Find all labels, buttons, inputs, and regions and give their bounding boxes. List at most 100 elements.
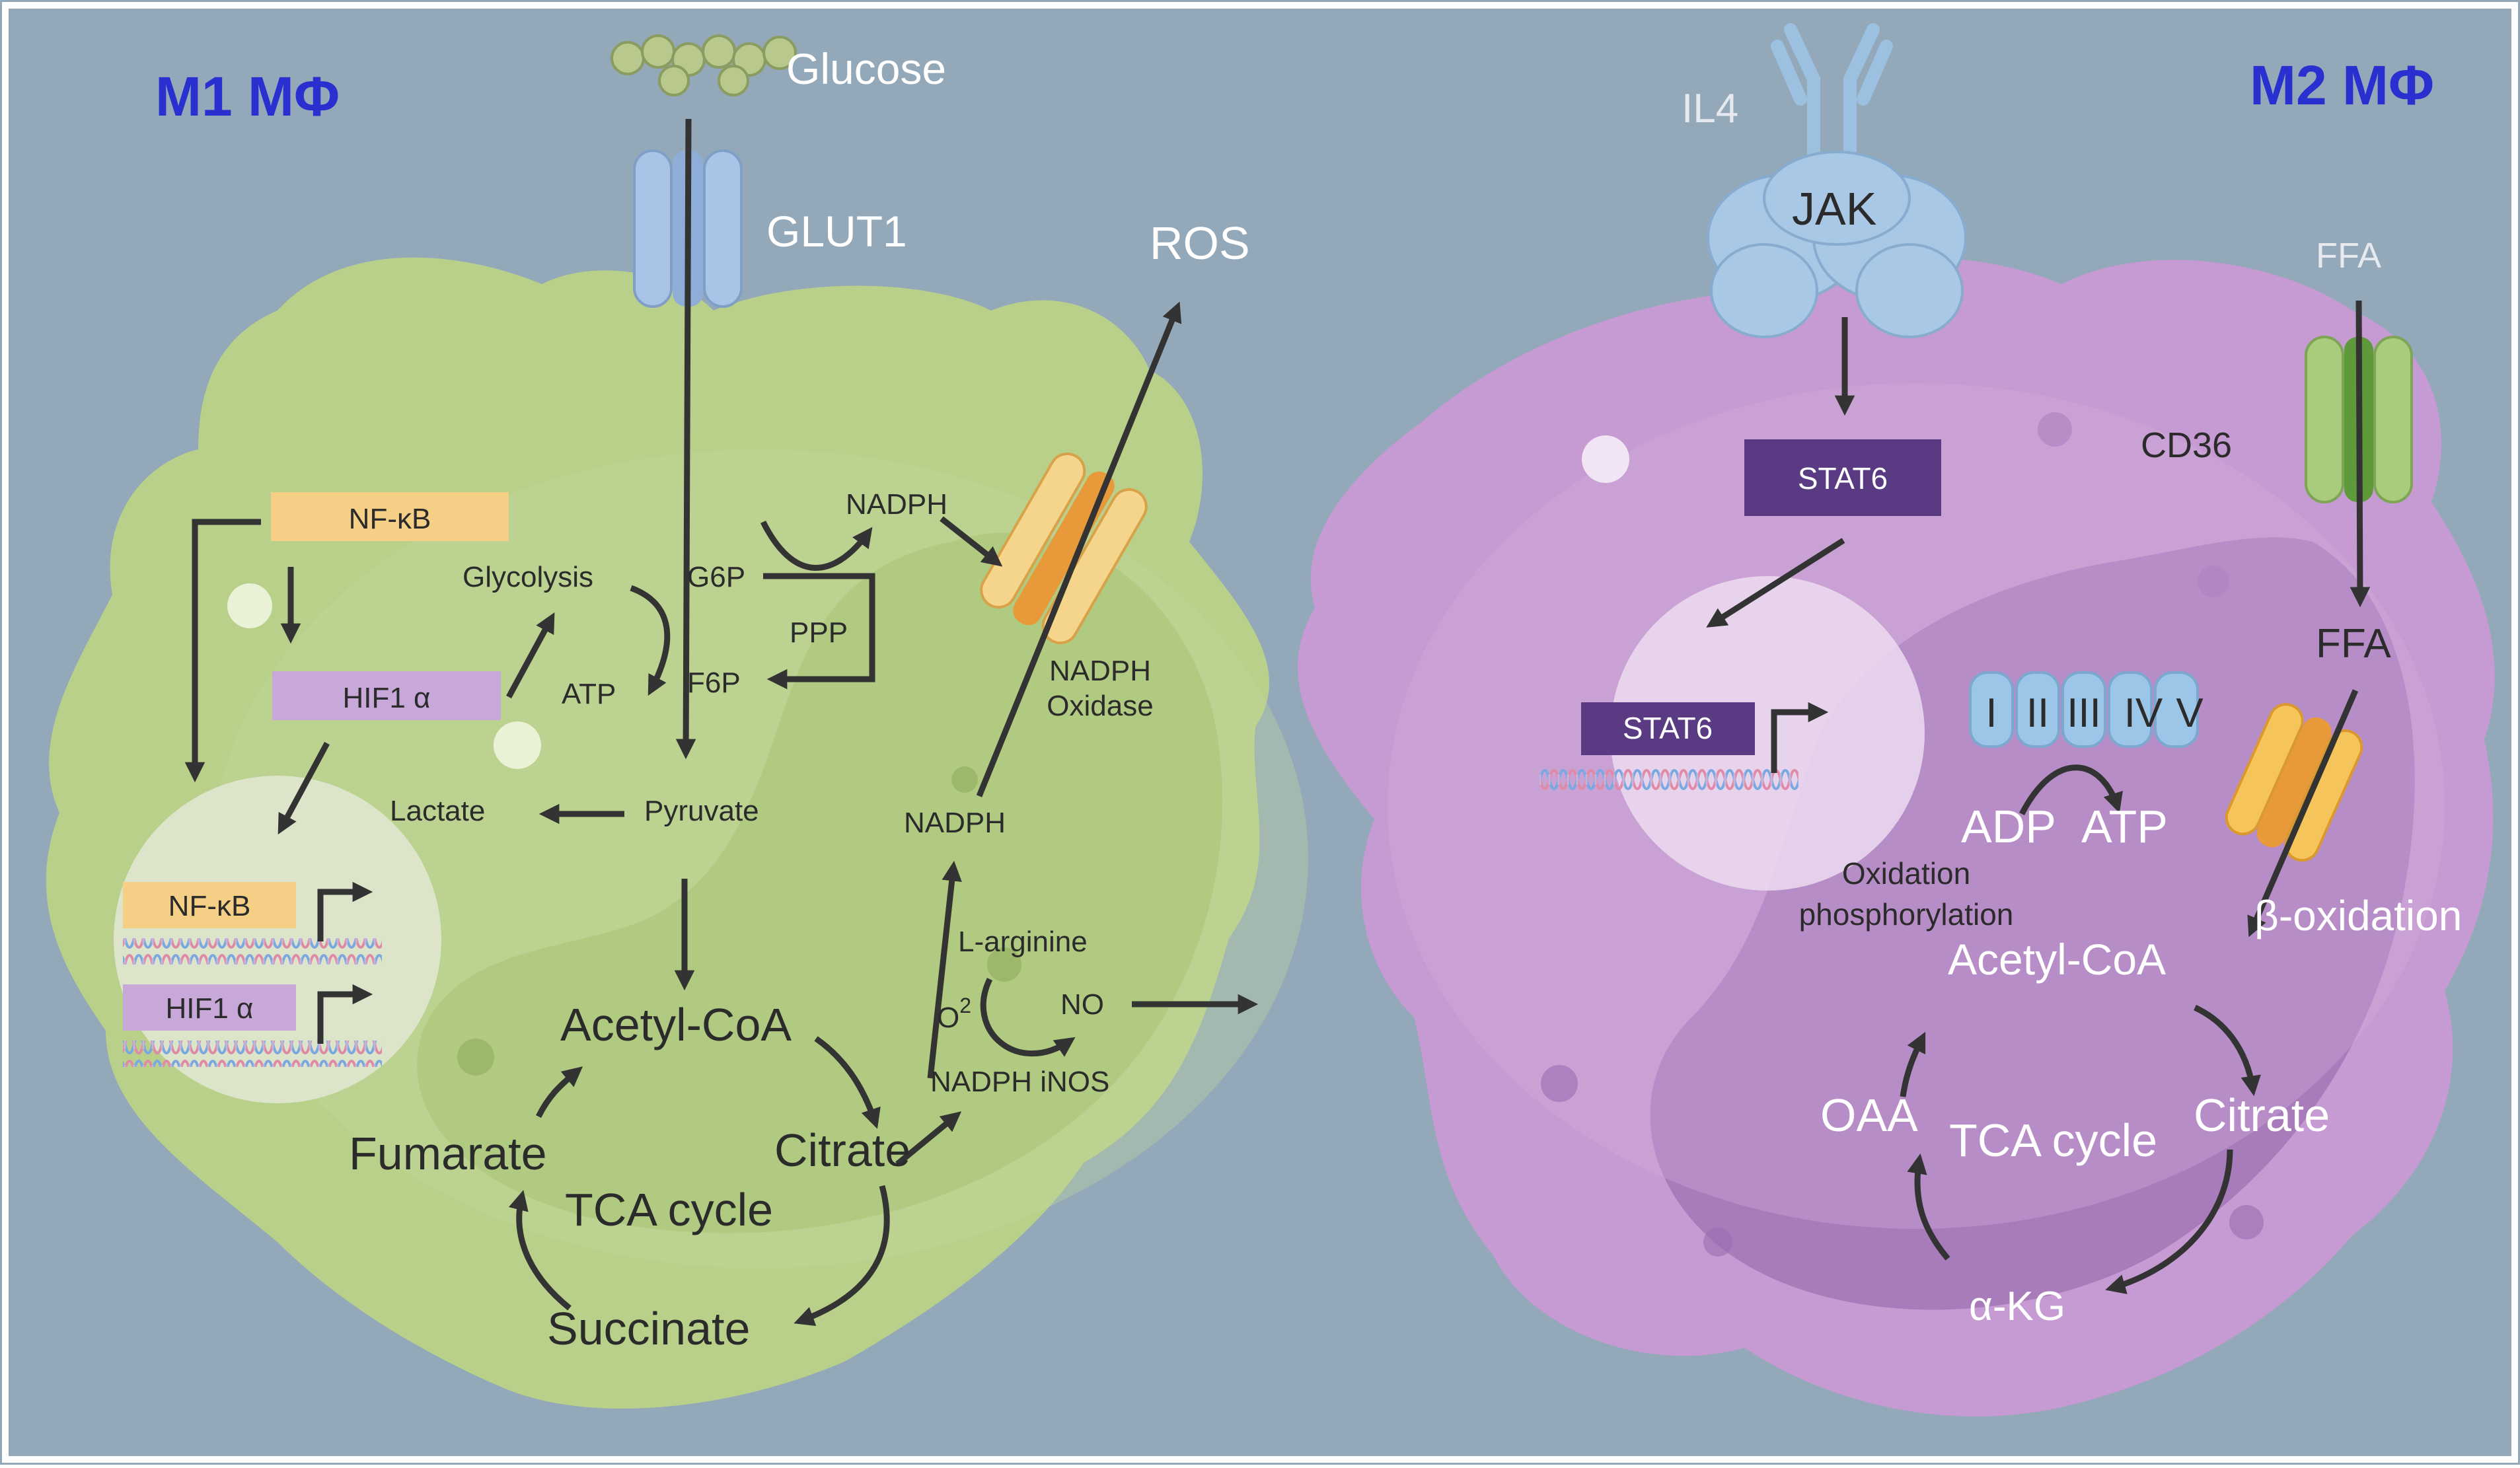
g6p-label: G6P <box>687 561 745 593</box>
fumarate-label: Fumarate <box>349 1128 547 1179</box>
m2-vesicle <box>1582 435 1629 483</box>
nucleus-nfkb-label: NF-κB <box>168 890 251 922</box>
succinate-label: Succinate <box>547 1303 750 1354</box>
ffa-uptake-arrow <box>2350 300 2371 608</box>
oaa-to-acetylcoa-curve <box>1900 1031 1926 1097</box>
nadph-up-arrow <box>927 860 962 1079</box>
complex-ii-label: II <box>2026 690 2049 736</box>
complex-iv-label: IV <box>2124 690 2163 736</box>
nadph-mid-label: NADPH <box>904 807 1006 839</box>
complex-iii-label: III <box>2067 690 2101 736</box>
nadph-oxidase-label-line2: Oxidase <box>1047 690 1153 722</box>
nucleus-stat6-label: STAT6 <box>1623 711 1713 745</box>
citrate-to-succinate-arrow <box>794 1185 890 1327</box>
l-arginine-label: L-arginine <box>958 926 1088 958</box>
hif1a-label: HIF1 α <box>342 682 430 714</box>
o2-superscript: 2 <box>959 994 971 1017</box>
dna-strand <box>1539 766 1798 793</box>
jak-kinase-icon <box>1707 151 1967 338</box>
beta-oxidation-label: β-oxidation <box>2254 892 2462 939</box>
m2-cytoplasm-halo <box>1388 383 2445 1229</box>
nadph-inos-label: NADPH iNOS <box>930 1066 1109 1098</box>
ros-label: ROS <box>1150 217 1250 269</box>
hif1a-box <box>272 671 501 720</box>
etc-complexes-icon <box>1969 671 2199 748</box>
m2-vesicle <box>2198 566 2229 597</box>
glut1-transporter-icon <box>633 149 743 308</box>
ppp-shunt-arrow <box>763 573 875 690</box>
promoter-arrow <box>1771 702 1829 773</box>
lactate-label: Lactate <box>390 795 485 827</box>
m2-vesicle <box>2038 412 2072 447</box>
nucleus-hif1a-box <box>123 984 296 1031</box>
nucleus-hif1a-label: HIF1 α <box>165 992 253 1025</box>
hif1a-to-nucleus-arrow <box>278 741 330 835</box>
nfkb-to-nucleus-arrow <box>184 519 261 783</box>
g6p-to-atp-curve <box>630 585 671 696</box>
m1-vesicle <box>987 947 1021 982</box>
glucose-molecules-icon <box>611 34 797 96</box>
dna-strand <box>123 1041 382 1067</box>
m2-title: M2 MΦ <box>2250 54 2434 116</box>
oxphos-label-line2: phosphorylation <box>1799 897 2014 932</box>
hif1a-to-glycolysis-arrow <box>506 612 555 699</box>
tca-cycle-label-m1: TCA cycle <box>565 1184 773 1235</box>
akg-label: α-KG <box>1969 1284 2065 1329</box>
pyruvate-label: Pyruvate <box>644 795 759 827</box>
glucose-label: Glucose <box>786 44 946 93</box>
citrate-to-akg-curve <box>2105 1149 2233 1294</box>
atp-label-m1: ATP <box>562 678 616 710</box>
glucose-uptake-arrow <box>675 118 696 760</box>
glut1-label: GLUT1 <box>766 207 907 256</box>
dna-strand <box>123 938 382 965</box>
m2-vesicle <box>1541 1065 1578 1102</box>
fumarate-to-acetylcoa-arrow <box>535 1066 583 1119</box>
adp-label: ADP <box>1961 801 2056 852</box>
oxphos-label-line1: Oxidation <box>1842 856 1970 891</box>
atp-label-m2: ATP <box>2081 801 2168 852</box>
acetyl-coa-label-m1: Acetyl-CoA <box>560 999 792 1050</box>
m2-vesicle <box>1703 1228 1732 1257</box>
ppp-label: PPP <box>790 616 848 649</box>
m1-cell-inner-tone <box>417 532 1223 1233</box>
citrate-label-m1: Citrate <box>774 1124 910 1176</box>
nucleus-stat6-box <box>1581 702 1755 755</box>
m2-macrophage <box>1298 257 2495 1417</box>
citrate-label-m2: Citrate <box>2194 1089 2330 1141</box>
succinate-to-fumarate-arrow <box>508 1190 572 1311</box>
promoter-arrow <box>317 984 373 1044</box>
stat6-to-nucleus-arrow <box>1706 538 1845 628</box>
m1-vesicle <box>494 721 541 769</box>
ffa-to-beta-oxidation-arrow <box>2247 689 2359 937</box>
acetylcoa-to-citrate-arrow <box>814 1036 881 1129</box>
promoter-arrow <box>317 881 373 941</box>
nadph-oxidase-label-line1: NADPH <box>1049 655 1151 687</box>
m1-vesicle <box>457 1039 494 1076</box>
il4-label: IL4 <box>1682 86 1738 131</box>
nucleus-nfkb-box <box>123 882 296 928</box>
nadph-to-oxidase-arrow <box>940 516 1003 567</box>
m2-nucleus <box>1610 576 1925 891</box>
jak-label: JAK <box>1792 183 1876 235</box>
nadph-oxidase-channel-icon <box>980 452 1148 645</box>
citrate-to-nadph-arrow <box>895 1111 962 1167</box>
glycolysis-label: Glycolysis <box>463 561 593 593</box>
adp-to-atp-curve <box>2019 764 2123 816</box>
f6p-label: F6P <box>687 667 741 699</box>
m1-vesicle <box>227 583 272 628</box>
complex-v-label: V <box>2176 690 2204 736</box>
ffa-top-label: FFA <box>2316 236 2381 275</box>
m2-vesicle <box>2229 1205 2264 1239</box>
arginine-to-no-curve <box>980 978 1076 1057</box>
oaa-label: OAA <box>1820 1089 1918 1141</box>
no-label: NO <box>1060 988 1104 1021</box>
cd36-transporter-icon <box>2305 336 2413 503</box>
ffa-inner-label: FFA <box>2316 621 2391 667</box>
nfkb-label: NF-κB <box>349 503 431 535</box>
complex-i-label: I <box>1985 690 1997 736</box>
nfkb-box <box>271 492 509 541</box>
m1-vesicle <box>951 766 978 793</box>
